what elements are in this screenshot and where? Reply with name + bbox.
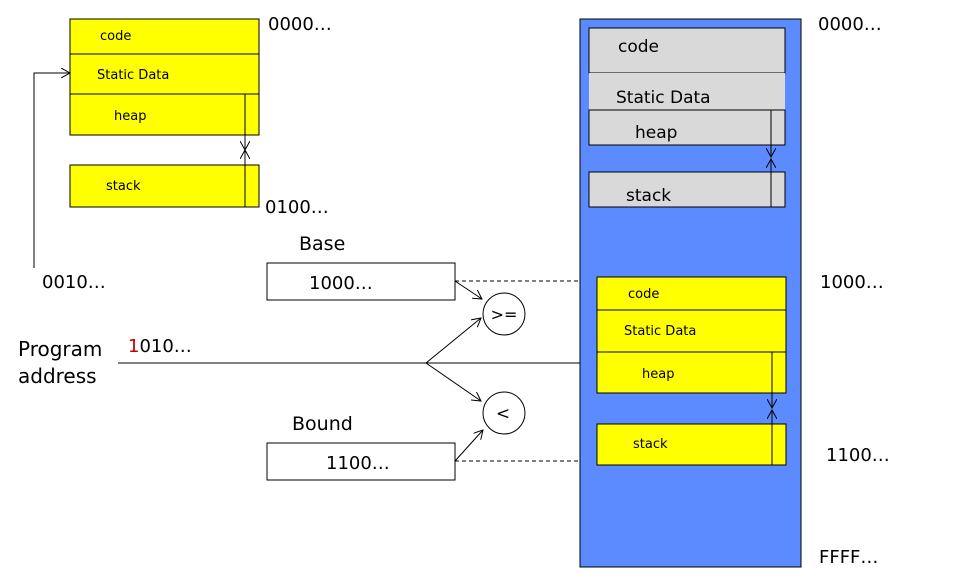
address-to-ge-arrow xyxy=(425,318,481,364)
address-to-lt-arrow xyxy=(425,362,481,401)
physical-addr-bound: 1100… xyxy=(826,445,890,466)
virtual-address-space: code Static Data heap stack 0000… 0100… xyxy=(69,14,332,218)
physical-grey-heap-label: heap xyxy=(635,123,677,143)
virtual-static-data-segment xyxy=(69,53,260,95)
lt-comparator xyxy=(482,391,526,435)
physical-stack-label: stack xyxy=(633,437,668,452)
virtual-heap-segment xyxy=(69,93,260,136)
program-address-rest: 010… xyxy=(139,336,191,357)
physical-grey-heap-segment xyxy=(588,109,786,146)
physical-grey-stack-label: stack xyxy=(626,186,671,206)
physical-grey-static-data-segment xyxy=(589,73,785,110)
virtual-stack-label: stack xyxy=(106,179,141,194)
virtual-code-segment xyxy=(69,18,260,55)
virtual-entry-address: 0010… xyxy=(42,272,106,293)
lt-comparator-symbol: < xyxy=(496,404,510,424)
ge-comparator-symbol: >= xyxy=(491,305,518,324)
physical-heap-segment xyxy=(596,351,787,394)
virtual-stack-segment xyxy=(69,164,260,208)
program-address-high-bit: 1 xyxy=(128,336,139,357)
virtual-code-label: code xyxy=(100,29,131,44)
bound-value: 1100… xyxy=(326,453,390,474)
physical-addr-top: 0000… xyxy=(818,14,882,35)
program-address-label-line2: address xyxy=(18,364,97,388)
base-label: Base xyxy=(299,233,345,255)
physical-addr-end: FFFF… xyxy=(819,547,878,568)
physical-grey-stack-segment xyxy=(588,171,786,208)
bound-to-lt-arrow xyxy=(454,430,483,462)
virtual-address-pointer xyxy=(33,73,70,268)
physical-stack-segment xyxy=(596,423,787,466)
physical-code-segment xyxy=(596,276,787,311)
virtual-addr-top: 0000… xyxy=(268,14,332,35)
physical-static-data-segment xyxy=(596,309,787,353)
physical-addr-base: 1000… xyxy=(820,272,884,293)
physical-heap-label: heap xyxy=(642,367,674,382)
base-value: 1000… xyxy=(309,273,373,294)
ge-comparator xyxy=(482,292,526,336)
physical-grey-static-data-label: Static Data xyxy=(616,88,711,108)
program-address-value: 1010… xyxy=(128,336,192,357)
physical-grey-code-label: code xyxy=(618,37,659,57)
physical-static-data-label: Static Data xyxy=(624,324,696,339)
bound-register xyxy=(266,442,456,481)
base-to-ge-arrow xyxy=(454,280,482,299)
virtual-static-data-label: Static Data xyxy=(97,68,169,83)
physical-code-label: code xyxy=(628,287,659,302)
program-address-label-line1: Program xyxy=(18,337,102,361)
virtual-heap-label: heap xyxy=(114,109,146,124)
bound-label: Bound xyxy=(292,413,353,435)
physical-grey-code-segment xyxy=(588,27,786,74)
virtual-addr-bottom: 0100… xyxy=(265,197,329,218)
